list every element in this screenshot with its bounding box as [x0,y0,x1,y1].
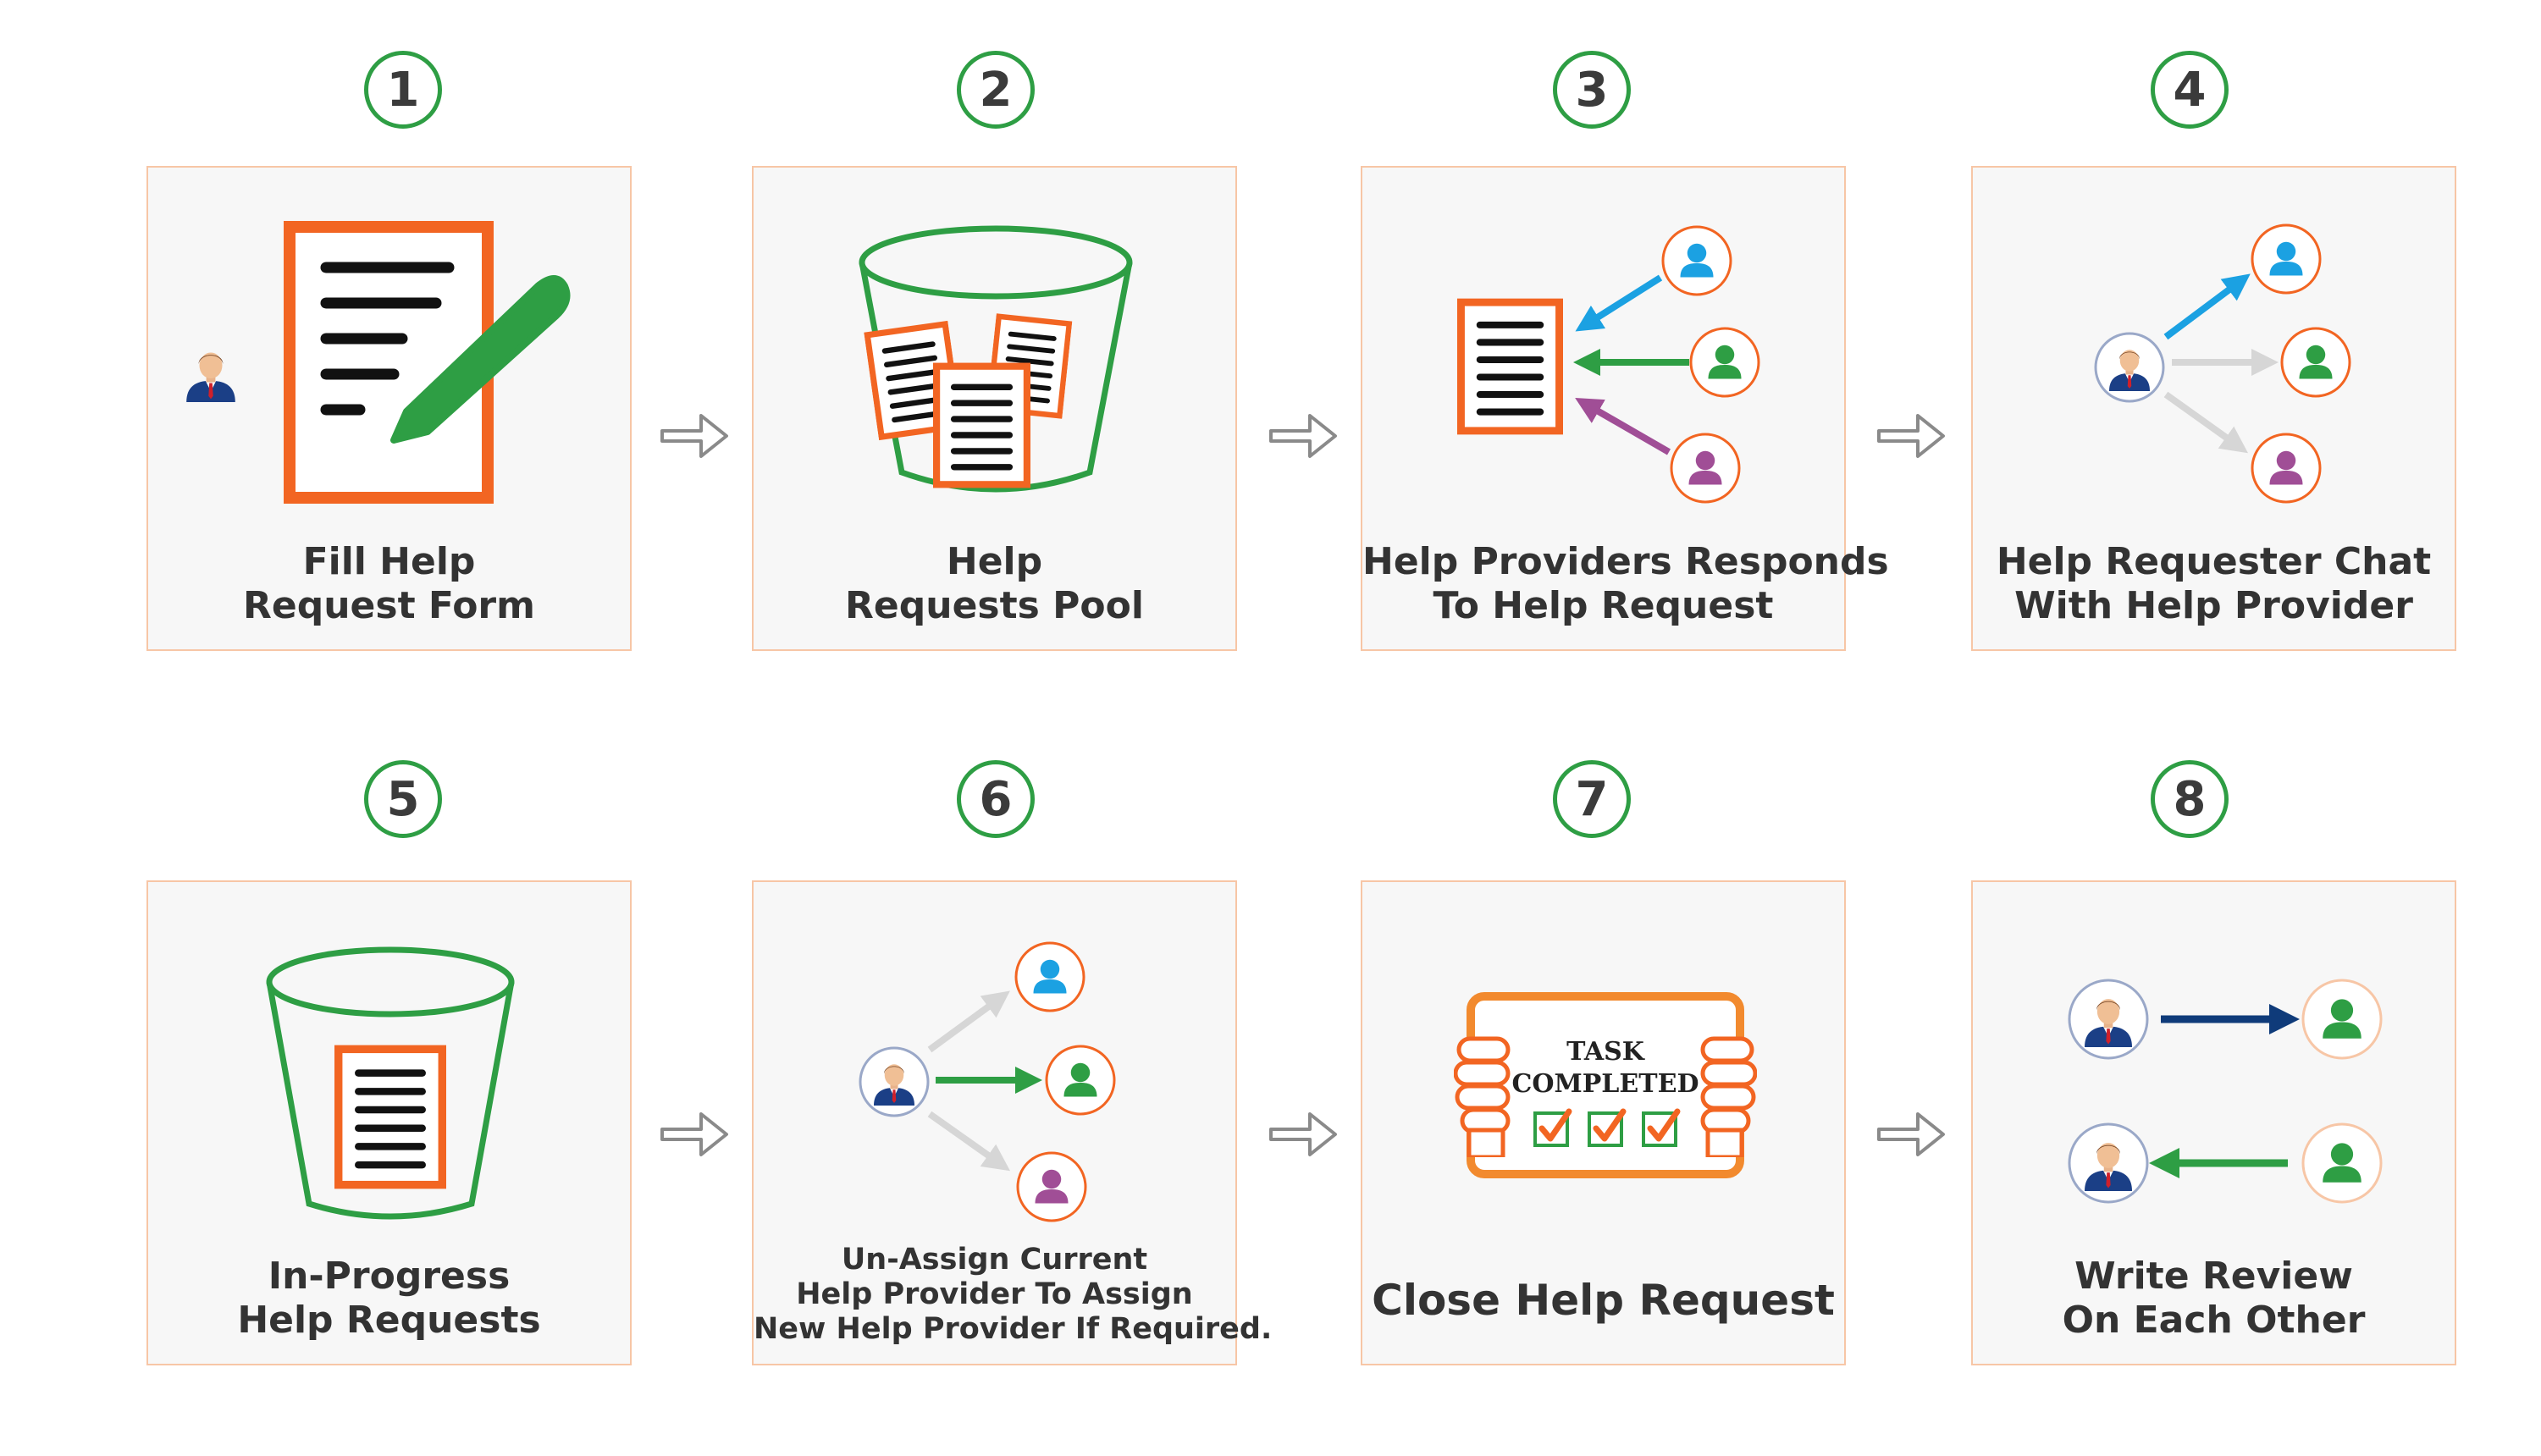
checkbox-icon [1643,1111,1677,1145]
document-icon [339,1049,443,1184]
left-hand-icon [1456,1039,1508,1157]
reassign-arrow-icon [927,990,1010,1053]
flow-arrow-icon [660,414,728,458]
document-icon [936,367,1027,485]
chat-arrow-icon [2163,273,2251,340]
step-6-number: 6 [957,760,1035,838]
task-sign-line2: COMPLETED [1512,1069,1699,1099]
response-arrow-icon [1575,274,1663,332]
reassign-illustration [859,941,1116,1222]
providers-respond-illustration [1362,225,1760,504]
response-arrow-icon [1575,398,1671,455]
fill-form-illustration [186,221,571,504]
chat-illustration [2094,223,2351,504]
chat-arrow-icon [2163,391,2249,454]
bucket-icon [859,225,1133,493]
bucket-icon [266,946,515,1220]
checkbox-icon [1535,1111,1569,1145]
step-7-number: 7 [1553,760,1631,838]
task-sign-line1: TASK [1566,1037,1645,1067]
requester-avatar-icon [186,352,235,402]
step-2-number: 2 [957,51,1035,129]
step-1-number: 1 [364,51,442,129]
pen-icon [390,275,571,444]
flow-arrow-icon [660,1112,728,1156]
request-document-icon [1461,302,1559,431]
step-5-number: 5 [364,760,442,838]
step-4-number: 4 [2151,51,2229,129]
step-8-number: 8 [2151,760,2229,838]
step-7-title: Close Help Request [1372,1276,1835,1325]
flow-arrow-icon [1877,414,1945,458]
review-illustration [2068,979,2383,1204]
right-hand-icon [1703,1039,1755,1157]
checkbox-icon [1589,1111,1623,1145]
step-3-number: 3 [1553,51,1631,129]
task-completed-illustration: TASK COMPLETED [1362,992,1848,1178]
reassign-arrow-icon [927,1111,1011,1172]
flow-arrow-icon [1269,1112,1337,1156]
step-7-card: TASK COMPLETED Close Help Request [1361,880,1846,1365]
flow-arrow-icon [1877,1112,1945,1156]
flow-arrow-icon [1269,414,1337,458]
requests-pool-illustration [859,225,1133,493]
in-progress-illustration [266,946,515,1220]
